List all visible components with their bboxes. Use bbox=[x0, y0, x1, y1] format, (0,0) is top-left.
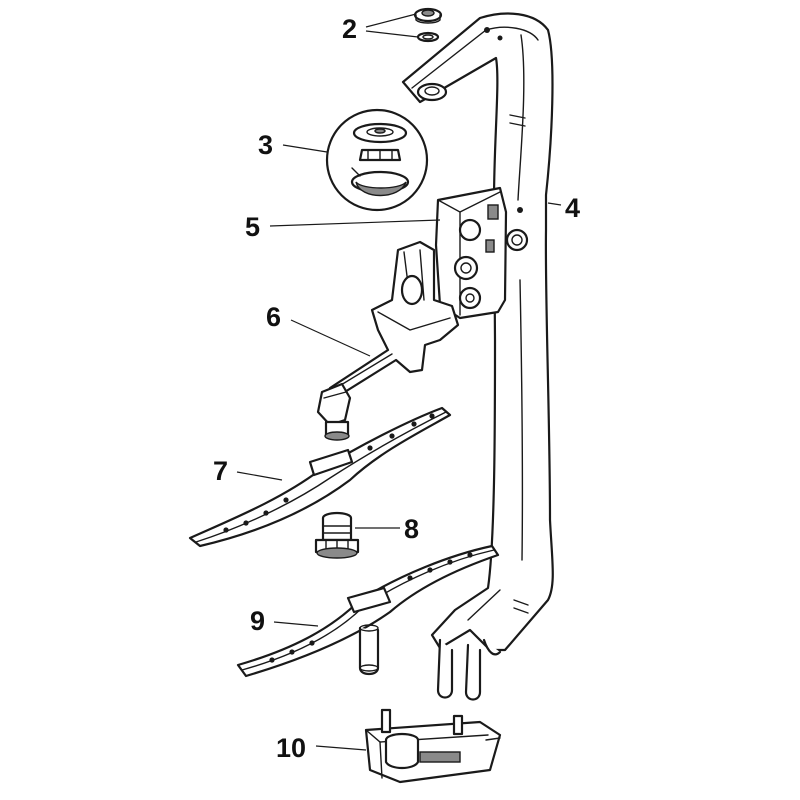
leader-2a bbox=[365, 13, 417, 28]
part-2-nut-washer bbox=[413, 7, 443, 43]
callout-7: 7 bbox=[213, 456, 228, 486]
callout-10: 10 bbox=[276, 733, 306, 763]
callout-6: 6 bbox=[266, 302, 281, 332]
callout-5: 5 bbox=[245, 212, 260, 242]
part-5-distributor-housing bbox=[434, 186, 508, 320]
leader-3 bbox=[282, 144, 328, 153]
leader-6 bbox=[290, 319, 371, 357]
leader-2b bbox=[365, 30, 419, 38]
part-10-base-fitting bbox=[364, 708, 502, 784]
callout-8: 8 bbox=[404, 514, 419, 544]
part-6-support-pipe bbox=[316, 240, 460, 441]
leader-4 bbox=[547, 202, 562, 206]
callout-2: 2 bbox=[342, 14, 357, 44]
leader-7 bbox=[236, 471, 283, 481]
leader-5 bbox=[269, 219, 441, 227]
callout-4: 4 bbox=[565, 193, 580, 223]
part-4-supply-pipe bbox=[401, 12, 554, 701]
leader-lines bbox=[236, 13, 562, 751]
leader-10 bbox=[315, 745, 367, 751]
callout-9: 9 bbox=[250, 606, 265, 636]
part-9-lower-spray-arm bbox=[236, 544, 500, 678]
callout-3: 3 bbox=[258, 130, 273, 160]
callouts: 2 3 4 5 6 7 8 9 10 bbox=[213, 14, 580, 763]
part-7-upper-spray-arm bbox=[188, 406, 452, 548]
part-3-top-fitting bbox=[325, 108, 429, 212]
part-8-nozzle-coupling bbox=[314, 511, 360, 559]
leader-9 bbox=[273, 621, 319, 627]
